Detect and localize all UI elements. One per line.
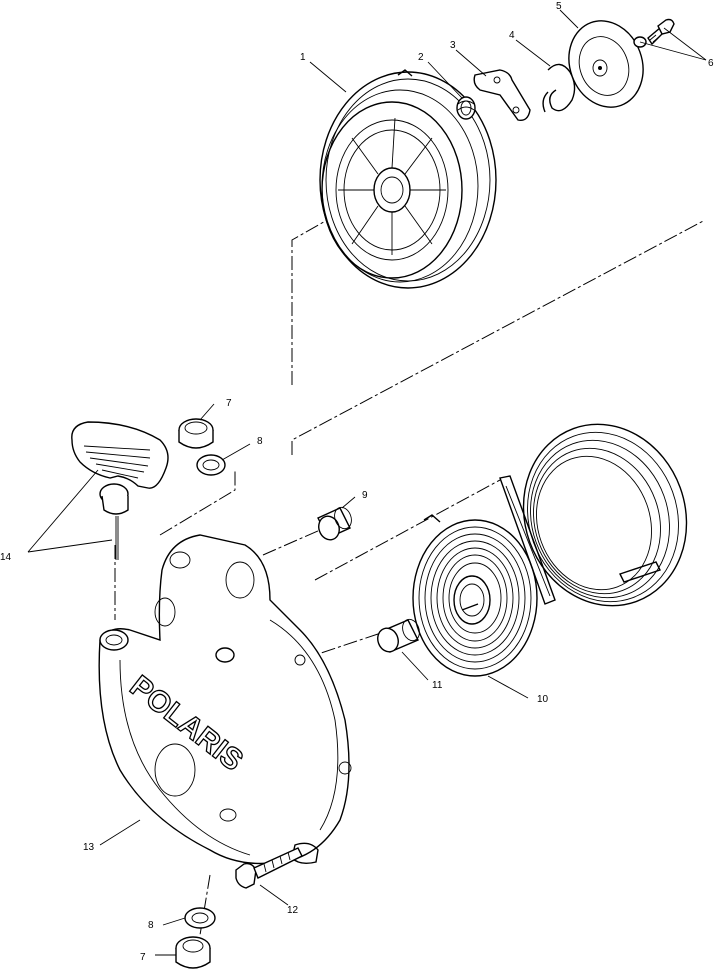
callout-10: 10 bbox=[537, 694, 549, 705]
screw-and-washer bbox=[633, 18, 675, 48]
plug-cap-bottom bbox=[175, 936, 211, 969]
callout-7-bottom: 7 bbox=[140, 952, 146, 963]
spring-case bbox=[499, 423, 688, 607]
callout-13: 13 bbox=[83, 842, 95, 853]
callout-9: 9 bbox=[362, 490, 368, 501]
callouts: 1 2 3 4 5 6 7 8 9 10 11 12 13 14 8 7 bbox=[0, 1, 714, 963]
friction-plate bbox=[568, 20, 644, 108]
bushing-small bbox=[377, 618, 420, 653]
friction-clip bbox=[542, 63, 576, 113]
callout-11: 11 bbox=[432, 680, 443, 691]
starter-handle bbox=[71, 421, 169, 560]
washer-bottom bbox=[184, 907, 216, 929]
callout-12: 12 bbox=[287, 905, 299, 916]
starter-housing: POLARIS bbox=[98, 534, 352, 865]
callout-14: 14 bbox=[0, 552, 12, 563]
callout-7-top: 7 bbox=[226, 398, 232, 409]
rope-pulley bbox=[319, 69, 497, 289]
callout-5: 5 bbox=[556, 1, 562, 12]
callout-1: 1 bbox=[300, 52, 306, 63]
pawl-spring bbox=[456, 96, 476, 120]
bushing bbox=[317, 506, 352, 541]
callout-4: 4 bbox=[509, 30, 515, 41]
callout-3: 3 bbox=[450, 40, 456, 51]
leader-lines bbox=[27, 9, 707, 956]
callout-6: 6 bbox=[708, 58, 714, 69]
washer-top bbox=[196, 454, 226, 476]
recoil-spring bbox=[412, 514, 538, 677]
plug-cap-top bbox=[178, 418, 214, 449]
pawl bbox=[473, 69, 531, 121]
callout-2: 2 bbox=[418, 52, 424, 63]
housing-bolt bbox=[235, 847, 303, 889]
callout-8-bottom: 8 bbox=[148, 920, 154, 931]
callout-8-top: 8 bbox=[257, 436, 263, 447]
